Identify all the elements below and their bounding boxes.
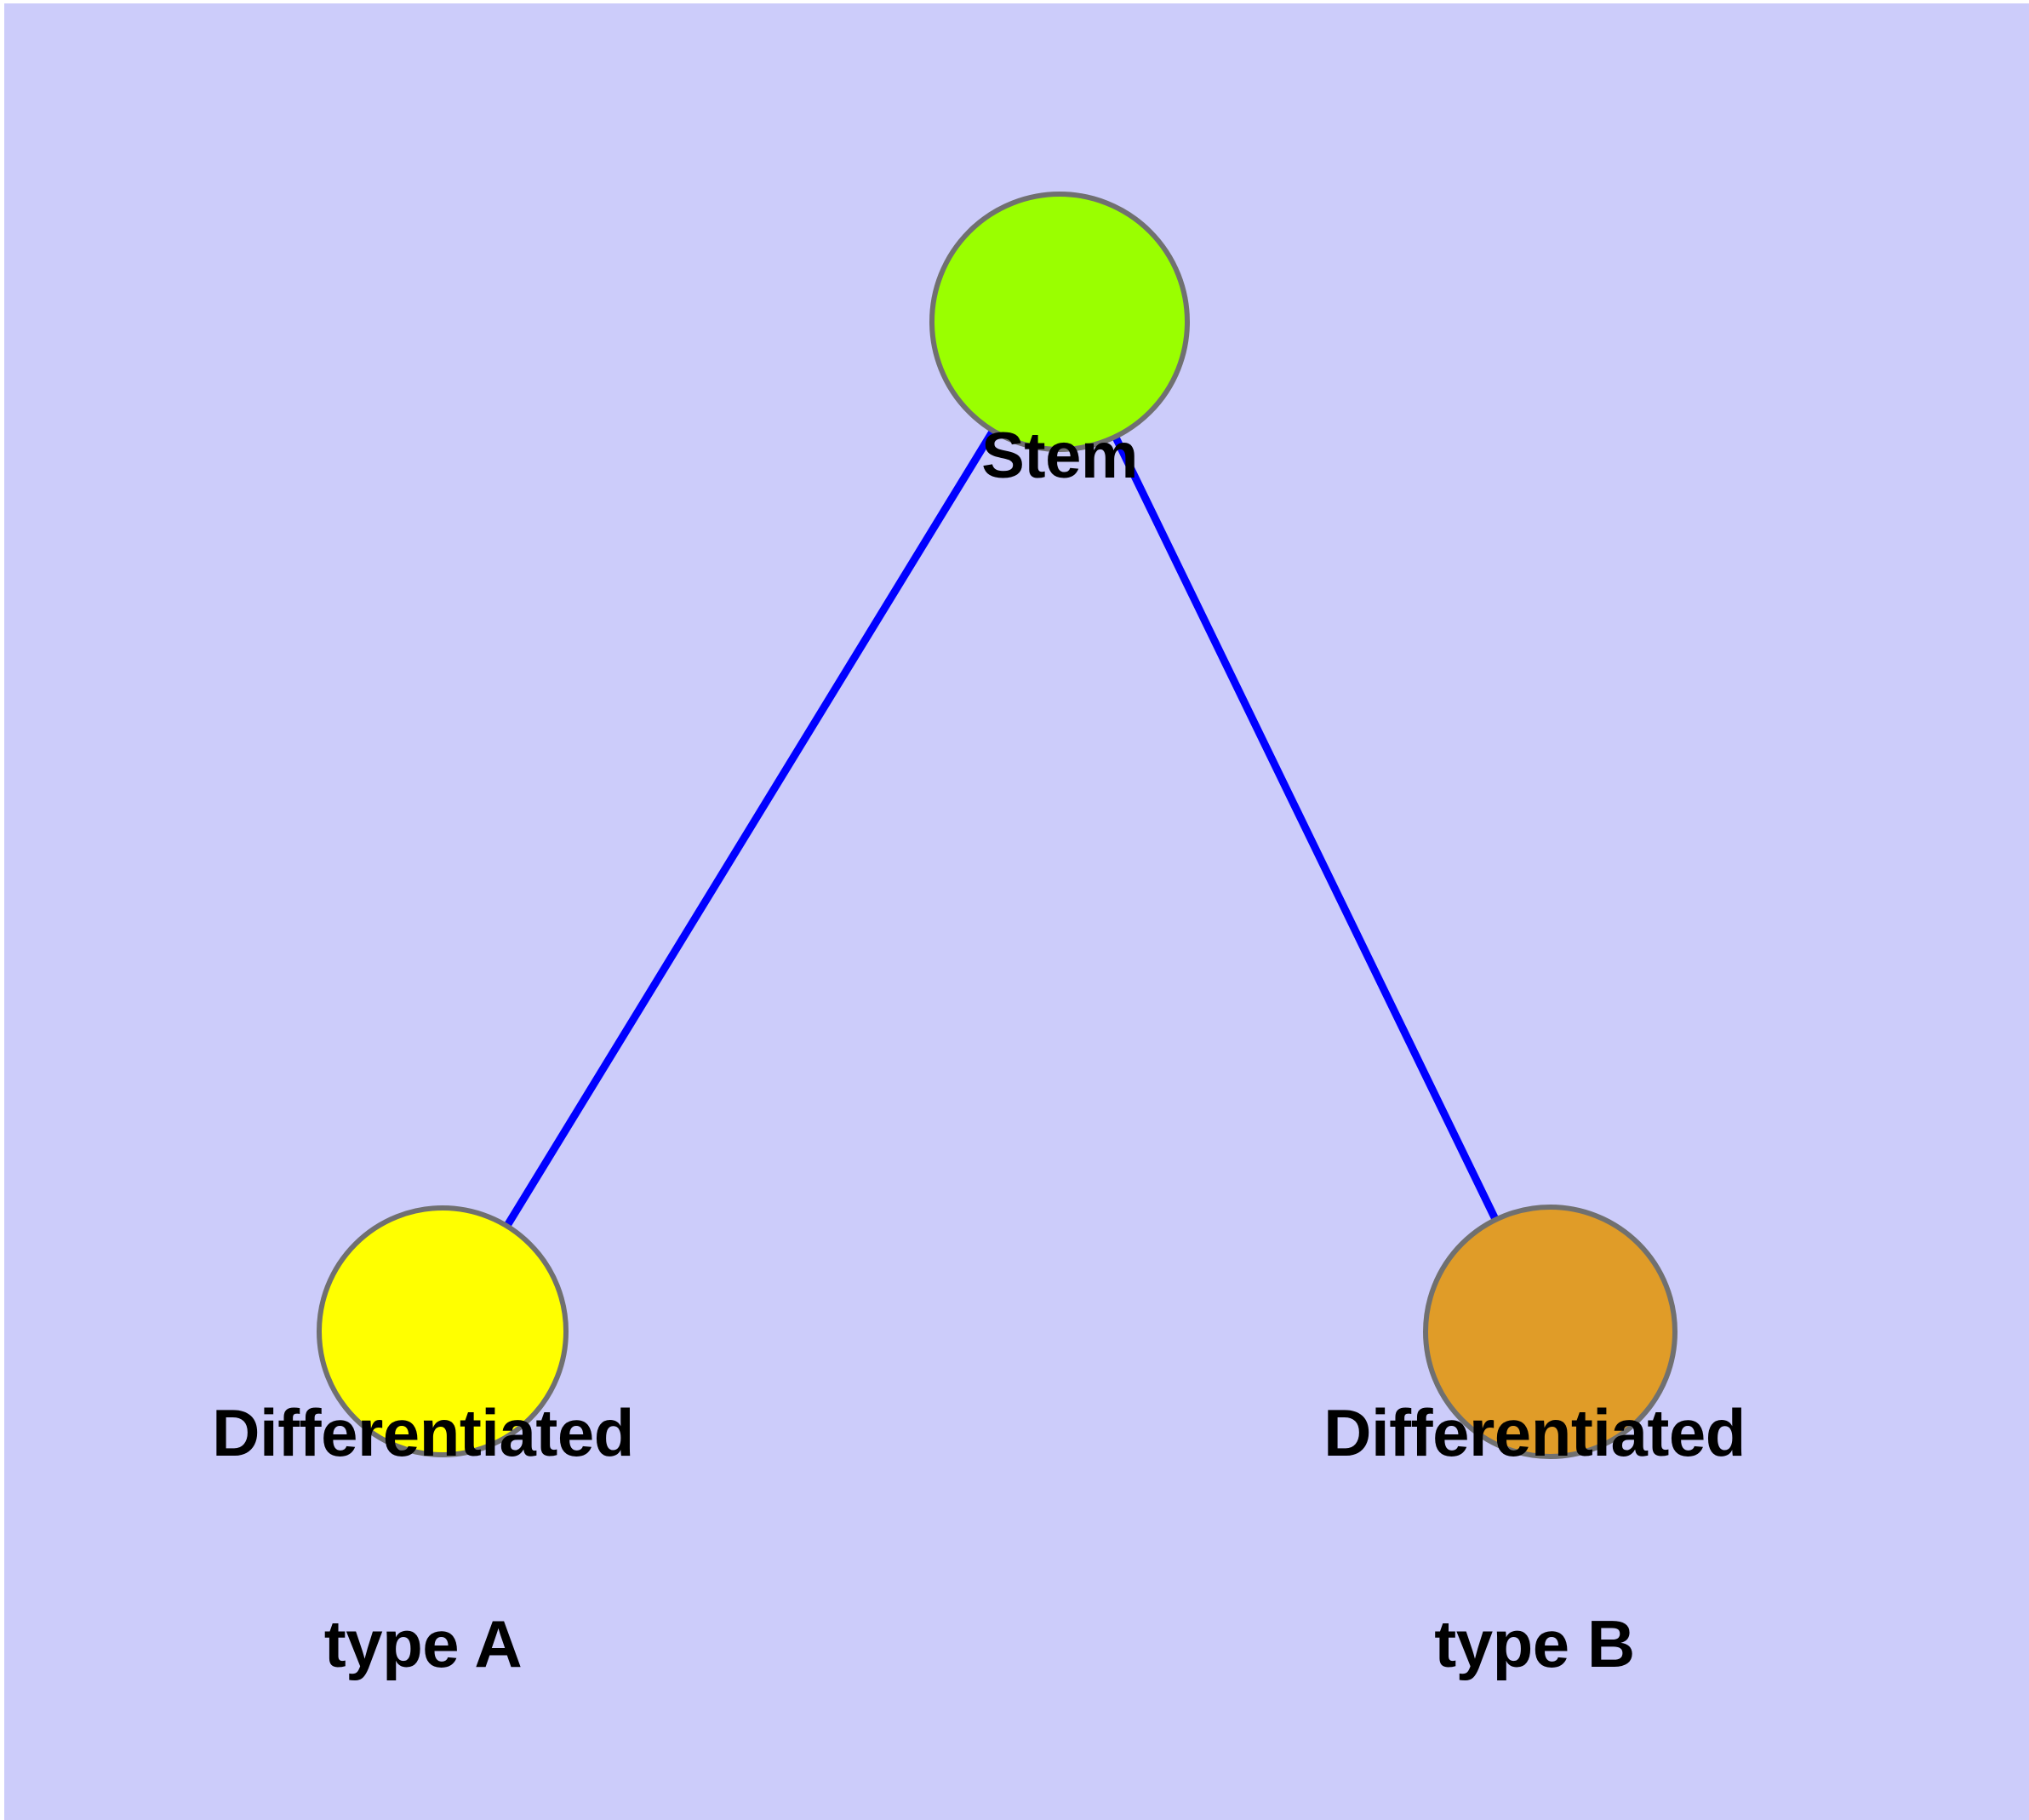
node-label-differentiated-type-b-line2: type B <box>1434 1606 1635 1682</box>
edge-stem-to-differentiated-type-a <box>439 319 1063 1334</box>
node-differentiated-type-b[interactable] <box>1422 1204 1677 1459</box>
node-differentiated-type-a[interactable] <box>317 1205 569 1457</box>
edge-layer <box>439 319 1554 1334</box>
diagram-background: Stem Differentiated type A Differentiate… <box>4 3 2029 1820</box>
edge-stem-to-differentiated-type-b <box>1055 320 1554 1333</box>
node-stem[interactable] <box>929 192 1190 452</box>
node-label-differentiated-type-a-line2: type A <box>323 1606 523 1682</box>
node-layer: Stem Differentiated type A Differentiate… <box>4 3 2029 1820</box>
